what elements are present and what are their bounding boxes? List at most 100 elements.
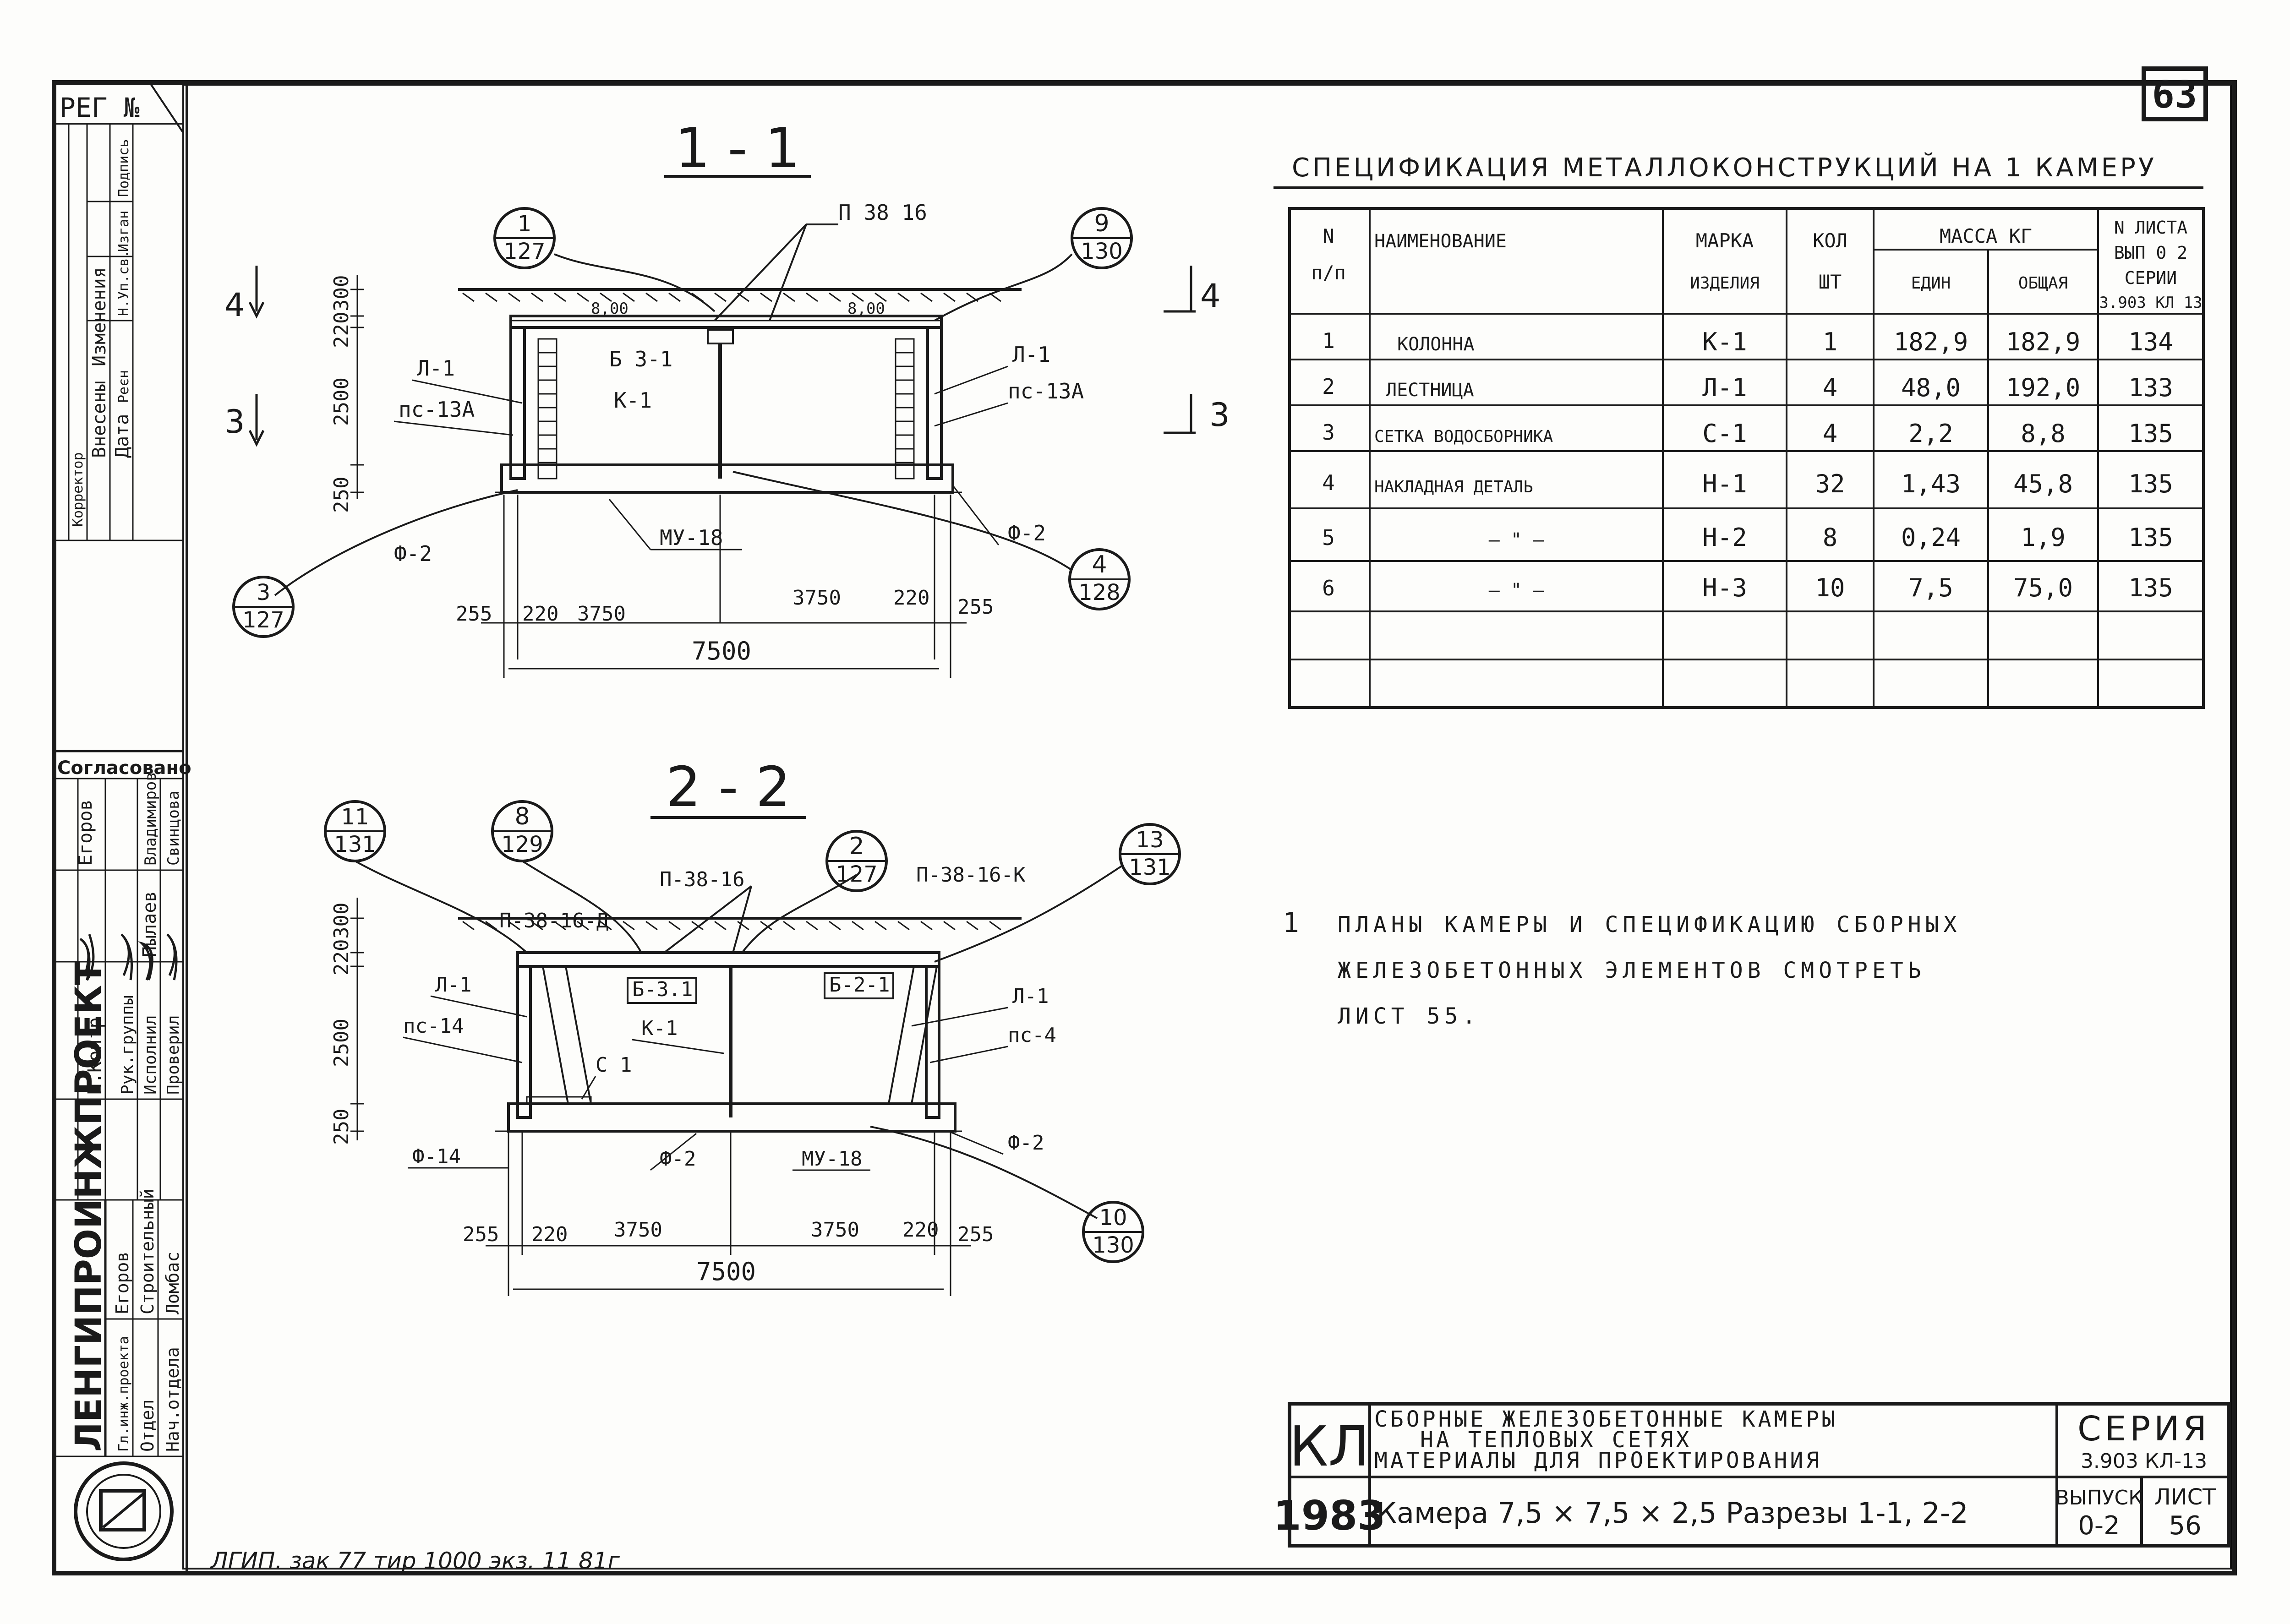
cell-n: 5 xyxy=(1322,525,1335,550)
section-2-callout-10-130: 10 130 xyxy=(1082,1201,1144,1263)
section-1-vdim-2: 220 xyxy=(330,312,353,348)
note-number: 1 xyxy=(1283,907,1304,939)
callout-bottom: 131 xyxy=(334,832,376,857)
page-number: 63 xyxy=(2152,73,2197,117)
section-1-hdim-5: 220 xyxy=(893,586,929,610)
stamp-change-col-2: Внесены xyxy=(89,381,110,458)
header-sheet-4: 3.903 КЛ 13 xyxy=(2099,294,2202,312)
header-sheet-2: ВЫП 0 2 xyxy=(2114,243,2187,263)
section-1-vdim-3: 2500 xyxy=(330,377,353,426)
left-stamp: РЕГ № Изменения Внесены Дата Корректор Р… xyxy=(53,81,191,1575)
cell-name: КОЛОННА xyxy=(1397,334,1475,355)
stamp-change-sub-1: Корректор xyxy=(70,452,86,527)
callout-top: 13 xyxy=(1136,827,1164,853)
section-1-label-mu: МУ-18 xyxy=(660,525,723,550)
section-1-hdim-6: 255 xyxy=(957,595,994,619)
cell-qty: 10 xyxy=(1815,573,1845,602)
section-2-label-l-left: Л-1 xyxy=(435,973,471,997)
header-mark-1: МАРКА xyxy=(1696,229,1754,252)
section-1-total: 7500 xyxy=(692,637,751,665)
section-1-label-ps-right: пс-13А xyxy=(1008,379,1084,403)
section-1-hdim-4: 3750 xyxy=(792,586,841,610)
section-2-label-ps-right: пс-4 xyxy=(1008,1024,1056,1047)
reg-label: РЕГ № xyxy=(60,92,140,123)
specification-header: N п/п НАИМЕНОВАНИЕ МАРКА ИЗДЕЛИЯ КОЛ ШТ … xyxy=(1311,218,2203,312)
cell-qty: 32 xyxy=(1815,469,1845,498)
cell-name: — " — xyxy=(1489,580,1544,601)
section-1-callout-1-127: 1 127 xyxy=(493,207,556,269)
cut-mark-3-left: 3 xyxy=(224,403,245,441)
callout-bottom: 131 xyxy=(1129,855,1171,880)
stamp-signatures xyxy=(79,933,178,981)
title-desc-1: СБОРНЫЕ ЖЕЛЕЗОБЕТОННЫЕ КАМЕРЫ xyxy=(1374,1406,1838,1432)
stamp-bottom-role-2: Отдел xyxy=(137,1400,158,1452)
stamp-bottom-name-2: Строительный xyxy=(137,1188,158,1314)
cell-qty: 4 xyxy=(1823,419,1838,448)
cell-unit: 2,2 xyxy=(1908,419,1953,448)
sheet-label: ЛИСТ xyxy=(2154,1484,2217,1510)
section-1-vdim-1: 300 xyxy=(330,275,353,311)
cell-n: 1 xyxy=(1322,328,1335,353)
note-line-3: ЛИСТ 55. xyxy=(1338,1003,1480,1029)
table-row: 4 НАКЛАДНАЯ ДЕТАЛЬ Н-1 32 1,43 45,8 135 xyxy=(1322,469,2173,498)
section-1-level-2: 8,00 xyxy=(847,300,885,318)
stamp-bottom-name-3: Ломбас xyxy=(163,1252,183,1314)
cell-n: 6 xyxy=(1322,576,1335,600)
section-1-label-f-right: Ф-2 xyxy=(1008,521,1046,545)
section-2-label-c: С 1 xyxy=(596,1053,632,1077)
header-mass-total: ОБЩАЯ xyxy=(2018,274,2068,293)
callout-bottom: 127 xyxy=(836,861,878,887)
section-1-label-p: П 38 16 xyxy=(838,200,927,225)
cell-mark: Н-3 xyxy=(1702,573,1747,602)
section-1-hdim-1: 255 xyxy=(456,602,492,626)
cell-sheet: 133 xyxy=(2128,373,2173,402)
section-1-cut-marks: 4 3 4 3 xyxy=(224,266,1230,447)
emblem-seal xyxy=(74,1461,174,1561)
section-1-label-f-left: Ф-2 xyxy=(394,541,432,566)
callout-top: 3 xyxy=(257,580,271,605)
section-2-label-f-right: Ф-2 xyxy=(1008,1131,1044,1155)
general-note: 1 ПЛАНЫ КАМЕРЫ И СПЕЦИФИКАЦИЮ СБОРНЫХ ЖЕ… xyxy=(1283,907,1961,1029)
callout-top: 8 xyxy=(514,803,530,830)
section-2-label-b-right: Б-2-1 xyxy=(829,973,890,997)
header-mass: МАССА КГ xyxy=(1940,225,2032,247)
cell-unit: 7,5 xyxy=(1908,573,1953,602)
section-1-title: 1 - 1 xyxy=(675,117,800,180)
header-sheet-1: N ЛИСТА xyxy=(2114,218,2187,238)
section-2-vdim-1: 300 xyxy=(330,903,353,939)
cell-mark: Л-1 xyxy=(1702,373,1747,402)
stamp-role-2: Рук.группы xyxy=(118,995,137,1095)
table-row: 1 КОЛОННА К-1 1 182,9 182,9 134 xyxy=(1322,327,2173,356)
header-mark-2: ИЗДЕЛИЯ xyxy=(1690,274,1760,293)
callout-top: 4 xyxy=(1092,551,1107,578)
stamp-name-2: Владимиров xyxy=(142,772,160,866)
cell-sheet: 135 xyxy=(2128,523,2173,552)
note-line-1: ПЛАНЫ КАМЕРЫ И СПЕЦИФИКАЦИЮ СБОРНЫХ xyxy=(1338,912,1961,937)
cut-mark-3-right: 3 xyxy=(1209,396,1230,434)
header-qty-1: КОЛ xyxy=(1813,229,1847,252)
cell-unit: 1,43 xyxy=(1901,469,1961,498)
stamp-bottom-name-1: Егоров xyxy=(112,1252,132,1314)
stamp-change-sub-3: Н.Уп.св. xyxy=(116,250,132,316)
section-2-hdim-3: 3750 xyxy=(614,1218,662,1242)
section-2-label-ps-left: пс-14 xyxy=(403,1014,464,1038)
section-2-hdim-2: 220 xyxy=(531,1223,568,1246)
stamp-change-sub-5: Подпись xyxy=(116,139,132,197)
section-2-total: 7500 xyxy=(696,1257,756,1286)
cell-qty: 1 xyxy=(1823,327,1838,356)
header-sheet-3: СЕРИИ xyxy=(2125,268,2177,288)
section-2-vdim-4: 250 xyxy=(330,1109,353,1145)
cell-name: — " — xyxy=(1489,529,1544,550)
title-code: КЛ xyxy=(1289,1415,1369,1479)
cell-sheet: 134 xyxy=(2128,327,2173,356)
header-qty-2: ШТ xyxy=(1819,271,1842,293)
cell-sheet: 135 xyxy=(2128,469,2173,498)
section-2-label-l-right: Л-1 xyxy=(1012,985,1049,1008)
section-2-label-f-mid: Ф-2 xyxy=(660,1147,696,1171)
callout-top: 11 xyxy=(341,804,369,830)
section-2-label-mu: МУ-18 xyxy=(802,1147,862,1171)
note-line-2: ЖЕЛЕЗОБЕТОННЫХ ЭЛЕМЕНТОВ СМОТРЕТЬ xyxy=(1338,958,1926,983)
header-name: НАИМЕНОВАНИЕ xyxy=(1374,231,1507,252)
section-1-vdim-4: 250 xyxy=(330,477,353,513)
section-2-hdim-4: 3750 xyxy=(811,1218,859,1242)
